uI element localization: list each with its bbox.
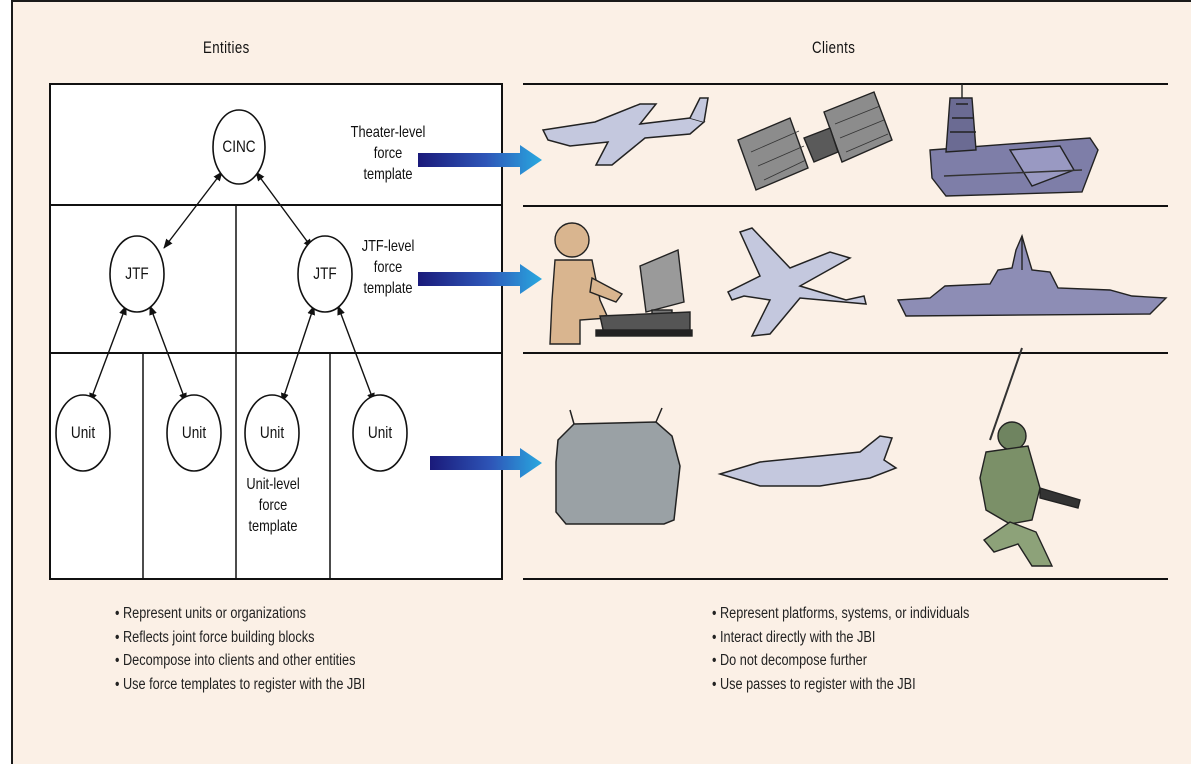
jtf-template-label: JTF-level force template bbox=[361, 238, 415, 297]
node-jtf-left-label: JTF bbox=[125, 264, 149, 283]
fighter-jet-icon bbox=[717, 435, 898, 487]
hierarchy-nodes bbox=[55, 109, 408, 472]
list-item: Interact directly with the JBI bbox=[712, 626, 969, 650]
entities-bullet-list: Represent units or organizations Reflect… bbox=[115, 602, 365, 696]
edge-cinc-jtf-right bbox=[255, 171, 313, 249]
node-jtf-left-circle bbox=[109, 235, 165, 313]
hierarchy-edges bbox=[89, 171, 375, 403]
list-item: Reflects joint force building blocks bbox=[115, 626, 365, 650]
edge-jtf-unit-3 bbox=[281, 305, 315, 403]
sensor-equipment-icon bbox=[555, 407, 681, 525]
node-unit-3-label: Unit bbox=[259, 423, 285, 442]
node-unit-2-label: Unit bbox=[181, 423, 207, 442]
node-unit-3-circle bbox=[244, 394, 300, 472]
node-unit-2-circle bbox=[166, 394, 222, 472]
aircraft-icon bbox=[726, 227, 867, 337]
node-cinc-circle bbox=[212, 109, 266, 185]
node-unit-4-label: Unit bbox=[367, 423, 393, 442]
client-row-lines bbox=[523, 83, 1168, 580]
list-item: Do not decompose further bbox=[712, 649, 969, 673]
theater-template-label: Theater-level force template bbox=[350, 124, 426, 183]
aircraft-carrier-icon bbox=[929, 84, 1099, 197]
list-item: Use passes to register with the JBI bbox=[712, 673, 969, 697]
node-unit-4-circle bbox=[352, 394, 408, 472]
list-item: Decompose into clients and other entitie… bbox=[115, 649, 365, 673]
edge-jtf-unit-2 bbox=[149, 305, 187, 403]
node-cinc-label: CINC bbox=[222, 137, 256, 156]
node-unit-1-label: Unit bbox=[70, 423, 96, 442]
node-jtf-right-circle bbox=[297, 235, 353, 313]
clients-bullet-list: Represent platforms, systems, or individ… bbox=[712, 602, 969, 696]
node-unit-1-circle bbox=[55, 394, 111, 472]
arrow-unit bbox=[430, 448, 542, 478]
clients-header: Clients bbox=[812, 38, 856, 57]
arrow-jtf bbox=[418, 264, 542, 294]
warship-icon bbox=[896, 233, 1168, 317]
list-item: Represent platforms, systems, or individ… bbox=[712, 602, 969, 626]
computer-operator-icon bbox=[549, 222, 693, 345]
unit-template-label: Unit-level force template bbox=[246, 476, 300, 535]
node-jtf-right-label: JTF bbox=[313, 264, 337, 283]
edge-cinc-jtf-left bbox=[163, 171, 223, 249]
edge-jtf-unit-1 bbox=[89, 305, 127, 403]
list-item: Represent units or organizations bbox=[115, 602, 365, 626]
register-arrows bbox=[418, 145, 542, 478]
entities-header: Entities bbox=[203, 38, 250, 57]
satellite-icon bbox=[737, 91, 893, 191]
edge-jtf-unit-4 bbox=[337, 305, 375, 403]
arrow-theater bbox=[418, 145, 542, 175]
aircraft-icon bbox=[541, 97, 709, 166]
soldier-icon bbox=[979, 347, 1081, 567]
list-item: Use force templates to register with the… bbox=[115, 673, 365, 697]
